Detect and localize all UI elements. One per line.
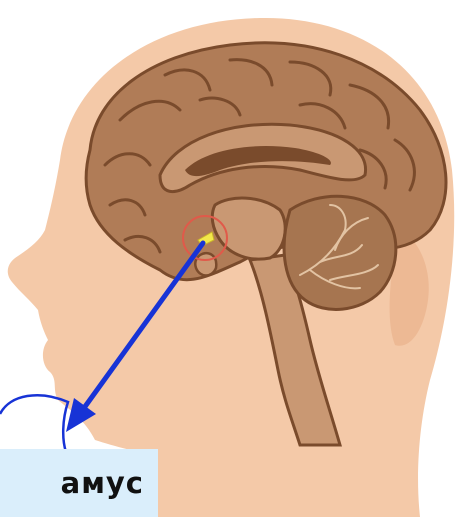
hypothalamus-label-text: амус	[61, 466, 144, 500]
hypothalamus-label-box: амус	[0, 449, 158, 517]
cerebellum	[284, 196, 396, 309]
label-bracket-curve	[0, 395, 68, 452]
pituitary	[195, 253, 216, 275]
